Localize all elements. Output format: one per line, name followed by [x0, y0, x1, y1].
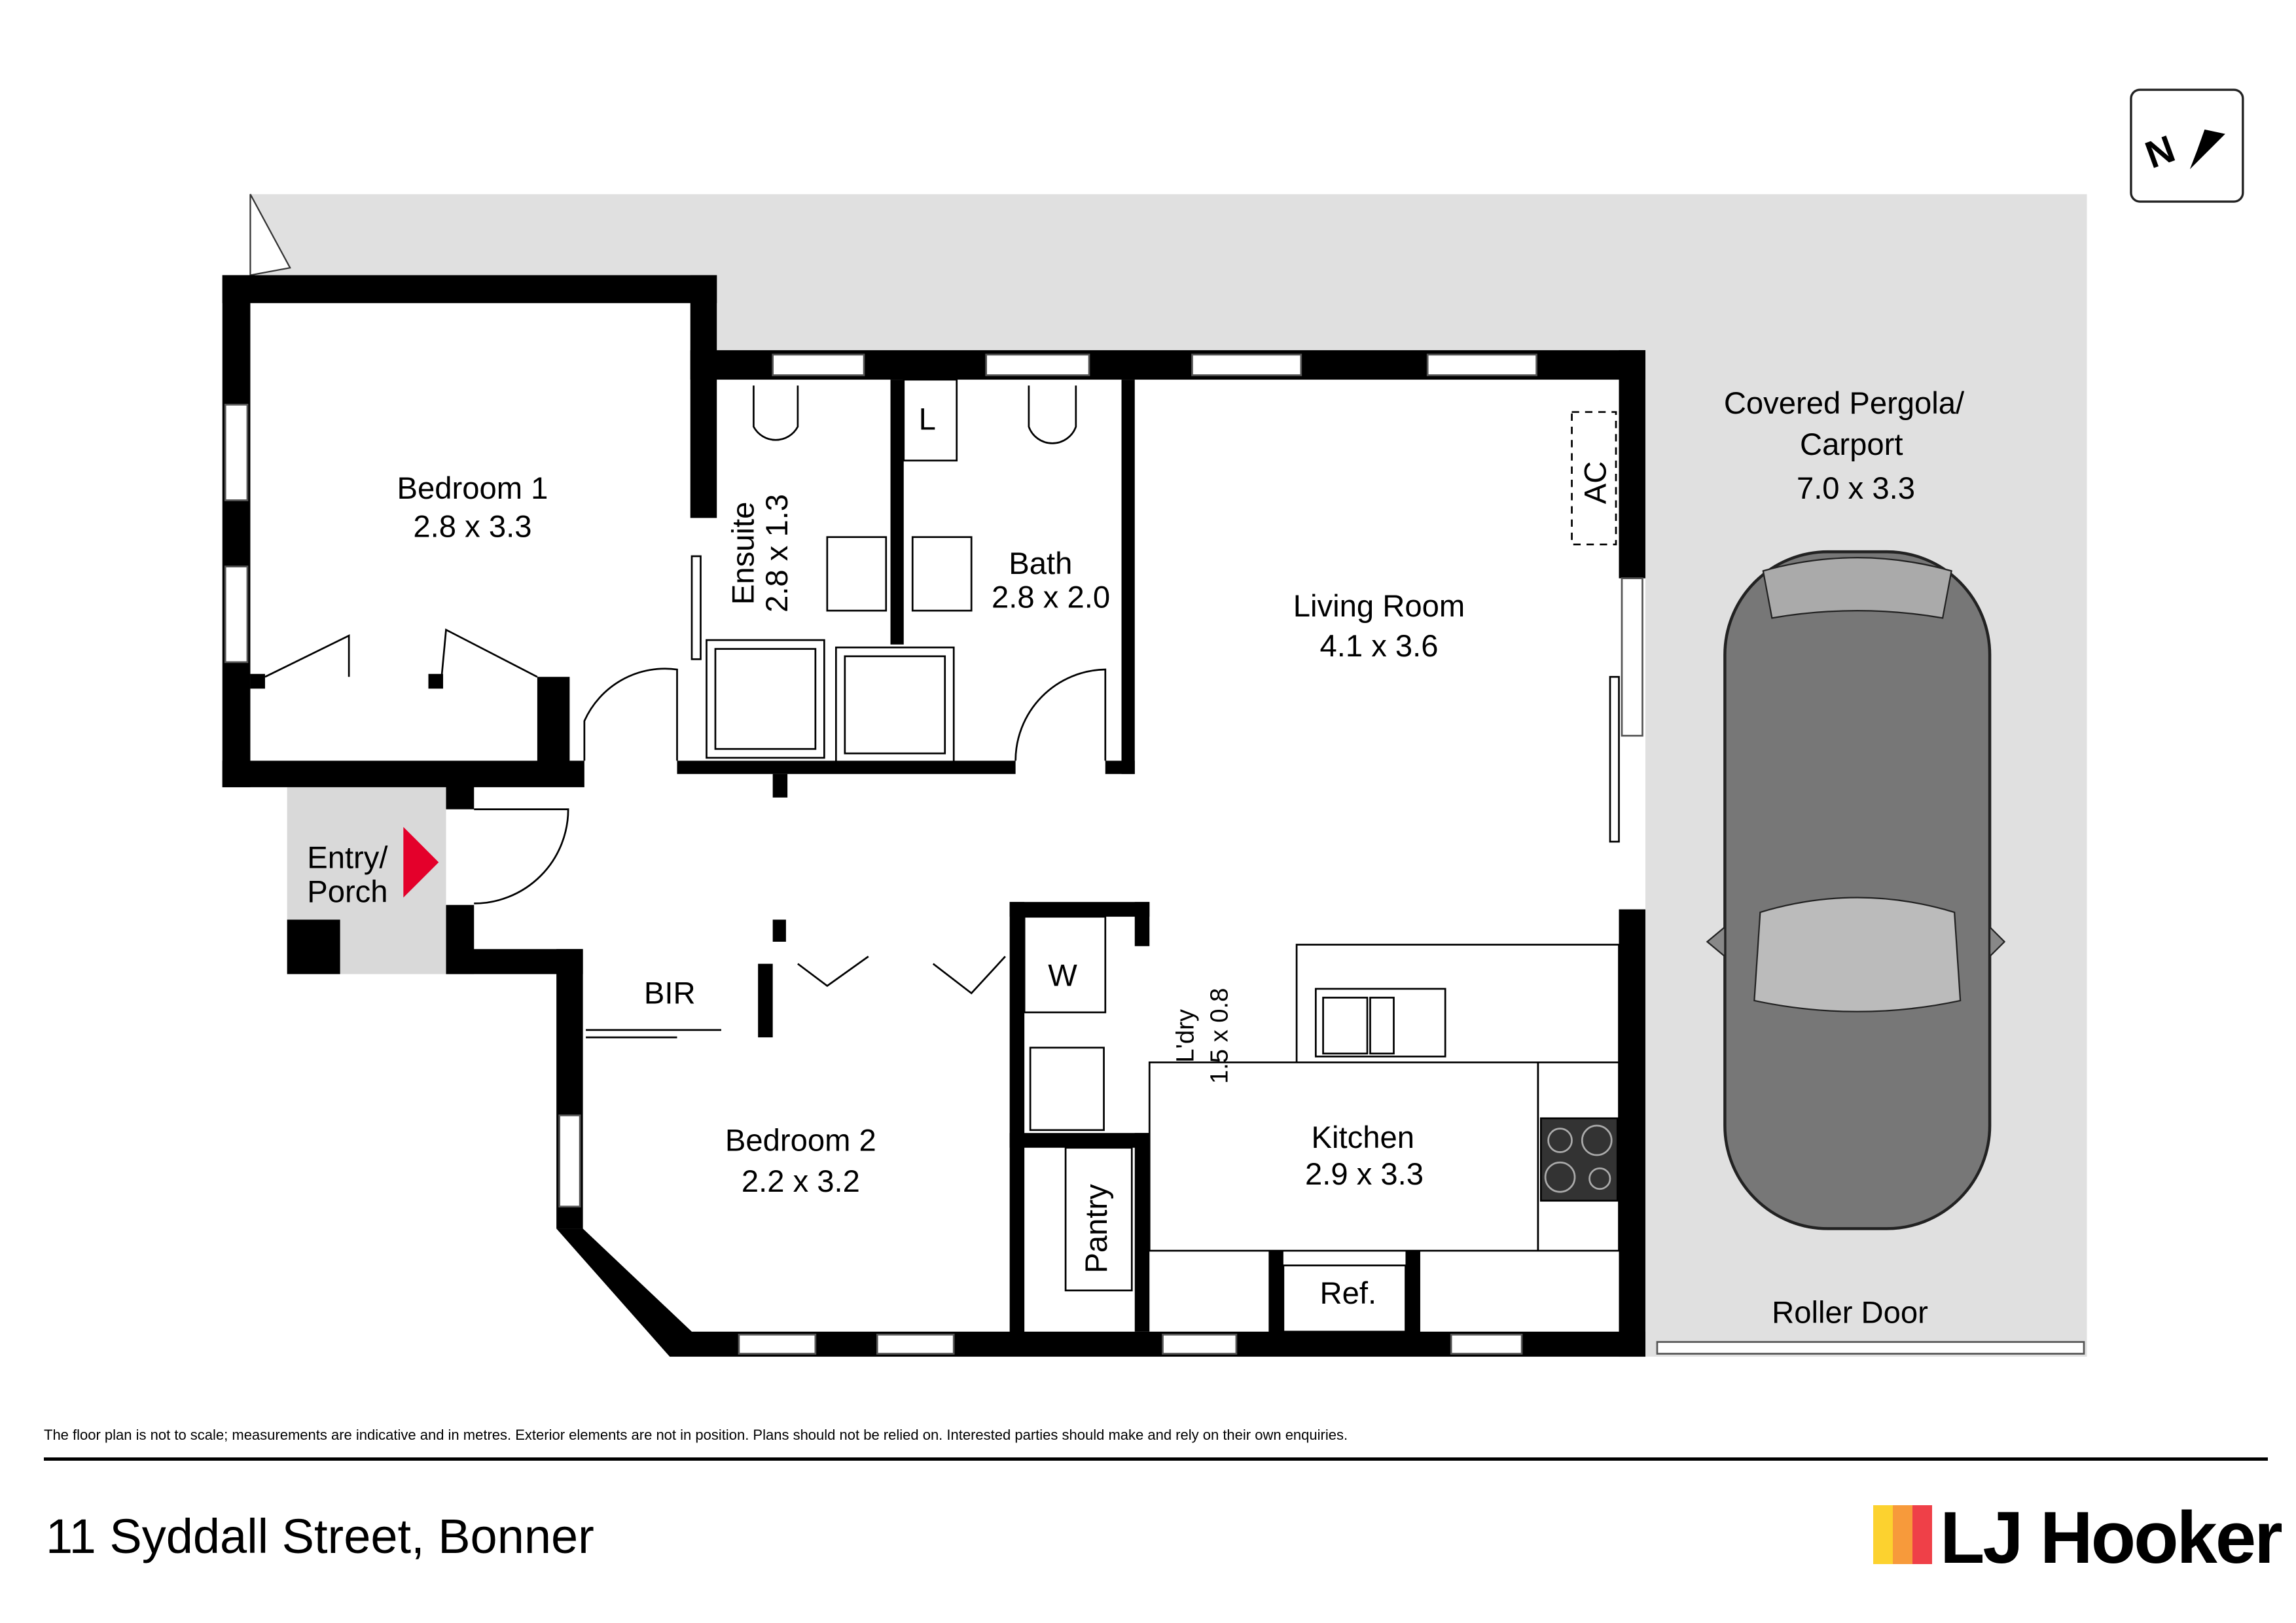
- kitchen-name: Kitchen: [1312, 1120, 1414, 1155]
- ac-label: AC: [1578, 461, 1613, 505]
- bir-label: BIR: [644, 976, 696, 1010]
- logo-bar-red: [1912, 1505, 1932, 1564]
- windows: [224, 353, 2085, 1355]
- carport-name-1: Covered Pergola/: [1724, 386, 1965, 421]
- kitchen-size: 2.9 x 3.3: [1305, 1157, 1424, 1192]
- bedroom1-size: 2.8 x 3.3: [413, 510, 531, 544]
- pantry-label: Pantry: [1079, 1184, 1114, 1274]
- property-address: 11 Syddall Street, Bonner: [46, 1509, 594, 1563]
- roller-door-label: Roller Door: [1772, 1295, 1928, 1330]
- linen-label: L: [919, 402, 936, 437]
- laundry-name: L'dry: [1172, 1008, 1200, 1063]
- fixtures: [264, 378, 1620, 1333]
- living-size: 4.1 x 3.6: [1319, 629, 1438, 664]
- car-icon: [1706, 550, 2006, 1230]
- fridge-label: Ref.: [1319, 1276, 1376, 1311]
- north-arrow-icon: N: [2130, 88, 2244, 203]
- porch-post: [287, 919, 340, 974]
- logo-bar-yellow: [1873, 1505, 1893, 1564]
- ensuite-size: 2.8 x 1.3: [760, 494, 795, 613]
- bedroom2-name: Bedroom 2: [725, 1123, 876, 1158]
- carport-name-2: Carport: [1800, 427, 1903, 462]
- logo-bar-orange: [1893, 1505, 1912, 1564]
- entry-name-2: Porch: [307, 874, 387, 909]
- ensuite-name: Ensuite: [726, 502, 761, 605]
- bath-name: Bath: [1009, 546, 1072, 581]
- footer-divider: [44, 1457, 2268, 1461]
- lj-hooker-logo: LJ Hooker: [1873, 1497, 2283, 1590]
- room-labels: Bedroom 1 2.8 x 3.3 Ensuite 2.8 x 1.3 L …: [307, 386, 1965, 1330]
- corner-fold-icon: [249, 194, 291, 276]
- living-name: Living Room: [1293, 589, 1465, 624]
- carport-size: 7.0 x 3.3: [1797, 471, 1915, 506]
- entry-name-1: Entry/: [307, 841, 388, 876]
- laundry-size: 1.5 x 0.8: [1205, 988, 1233, 1084]
- logo-text: LJ Hooker: [1940, 1497, 2283, 1578]
- disclaimer: The floor plan is not to scale; measurem…: [44, 1427, 1348, 1443]
- bath-size: 2.8 x 2.0: [992, 580, 1110, 615]
- bedroom2-size: 2.2 x 3.2: [742, 1164, 860, 1199]
- bedroom1-name: Bedroom 1: [397, 471, 548, 506]
- entry-arrow-icon: [403, 827, 439, 898]
- washer-label: W: [1048, 958, 1077, 993]
